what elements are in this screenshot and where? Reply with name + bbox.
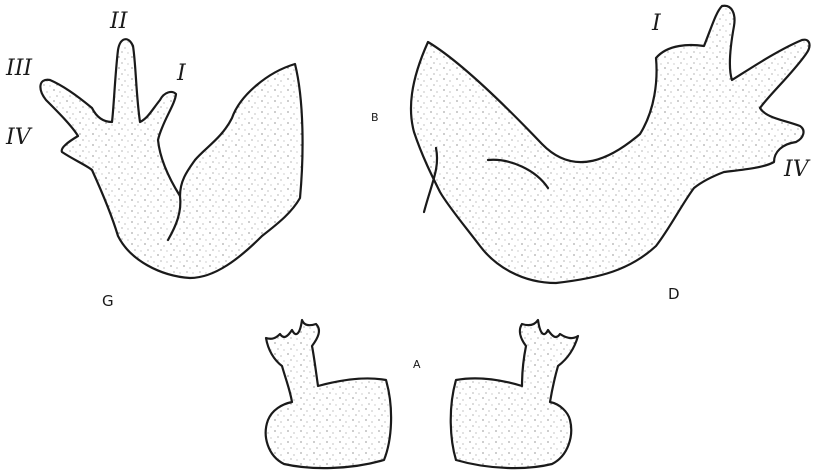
panel-a-left-bud: [266, 320, 391, 468]
panel-d: I IV D: [411, 6, 811, 303]
panel-g-limb-outline: [40, 39, 302, 278]
panel-a-right-bud: [451, 320, 578, 468]
panel-g-digit-iv-label: IV: [5, 125, 33, 150]
panel-g: II I III IV G: [5, 9, 303, 310]
panel-a-label: A: [413, 358, 421, 371]
panel-d-digit-iv-label: IV: [783, 157, 811, 182]
panel-g-digit-i-label: I: [176, 61, 187, 86]
panel-d-label: D: [668, 285, 680, 303]
panel-b-label: B: [371, 111, 379, 124]
panel-g-digit-iii-label: III: [5, 56, 33, 81]
panel-a: A: [266, 320, 578, 468]
panel-g-digit-ii-label: II: [109, 9, 129, 34]
panel-g-label: G: [102, 292, 114, 310]
panel-d-digit-i-label: I: [651, 11, 662, 36]
panel-d-limb-outline: [411, 6, 810, 283]
